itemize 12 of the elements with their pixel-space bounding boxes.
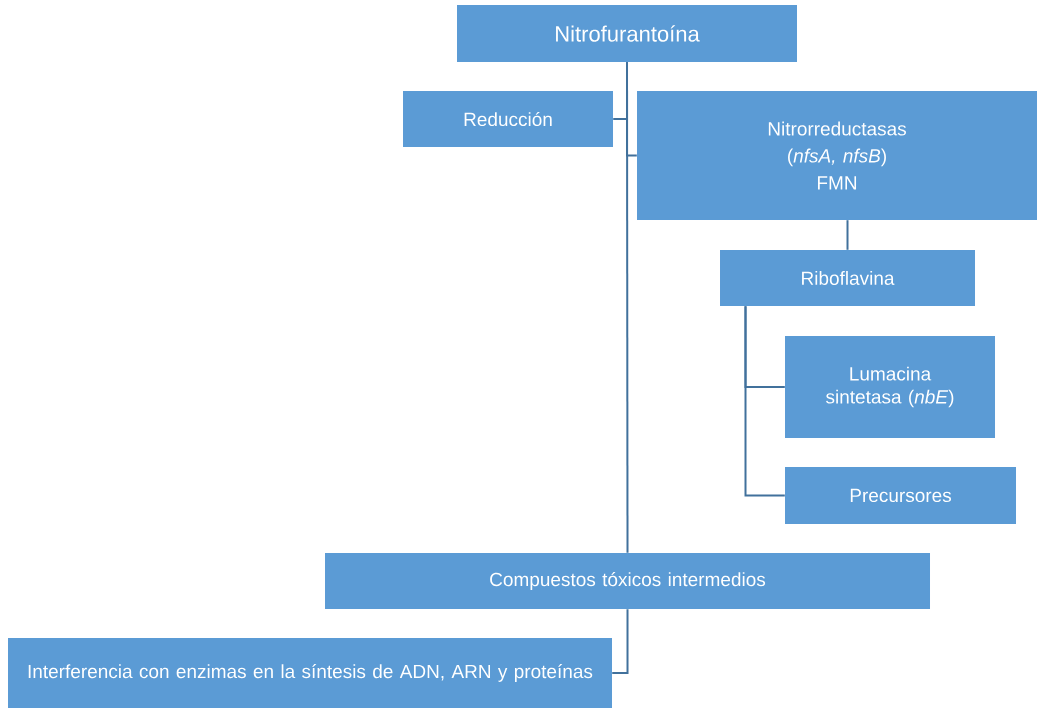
connector-line [611,608,629,674]
process-box: Nitrofurantoína [457,5,797,62]
connector-line [744,305,786,497]
process-box: Precursores [785,467,1016,524]
process-box: Riboflavina [720,250,975,306]
connector-line [626,61,629,554]
connector-line [846,219,849,251]
process-box: Lumacina sintetasa (nbE) [785,336,995,438]
process-box: Interferencia con enzimas en la síntesis de ADN, ARN y proteínas [8,638,612,708]
process-box: Compuestos tóxicos intermedios [325,553,930,609]
process-box: Reducción [403,91,613,147]
process-box: Nitrorreductasas (nfsA, nfsB) FMN [637,91,1037,220]
